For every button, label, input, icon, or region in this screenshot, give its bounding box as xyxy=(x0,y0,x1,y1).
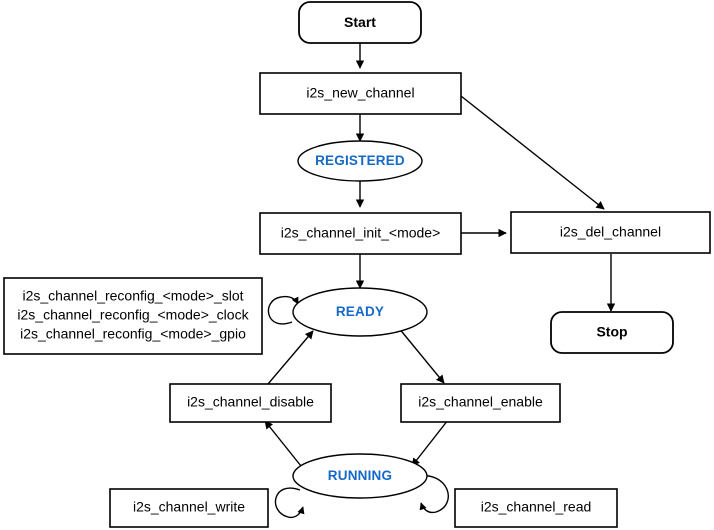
start-shape xyxy=(298,1,422,44)
del-channel-shape xyxy=(510,211,711,254)
registered-shape xyxy=(297,140,423,182)
node-channel-write[interactable]: i2s_channel_write xyxy=(109,488,269,528)
channel-write-label: i2s_channel_write xyxy=(133,499,245,515)
edge-layer xyxy=(264,43,616,519)
channel-read-label: i2s_channel_read xyxy=(481,499,592,515)
node-channel-enable[interactable]: i2s_channel_enable xyxy=(400,383,561,423)
node-registered-state[interactable]: REGISTERED xyxy=(297,140,423,182)
start-label: Start xyxy=(344,14,376,30)
node-channel-disable[interactable]: i2s_channel_disable xyxy=(169,383,332,423)
ready-shape xyxy=(292,287,428,337)
channel-init-shape xyxy=(259,212,462,255)
edge-ready-to-channel-enable xyxy=(397,326,445,384)
node-reconfig[interactable]: i2s_channel_reconfig_<mode>_slot i2s_cha… xyxy=(3,277,263,355)
running-shape xyxy=(292,453,428,499)
edge-running-to-channel-disable xyxy=(264,420,302,467)
node-channel-init[interactable]: i2s_channel_init_<mode> xyxy=(259,212,462,255)
node-stop[interactable]: Stop xyxy=(550,311,674,354)
node-running-state[interactable]: RUNNING xyxy=(292,453,428,499)
node-start[interactable]: Start xyxy=(298,1,422,44)
stop-shape xyxy=(550,311,674,354)
node-ready-state[interactable]: READY xyxy=(292,287,428,337)
node-channel-read[interactable]: i2s_channel_read xyxy=(454,488,618,528)
channel-init-label: i2s_channel_init_<mode> xyxy=(281,225,441,241)
edge-channel-enable-to-running xyxy=(411,419,449,467)
edge-ready-self-loop xyxy=(267,295,299,325)
channel-write-shape xyxy=(109,488,269,528)
registered-label: REGISTERED xyxy=(315,153,405,168)
node-del-channel[interactable]: i2s_del_channel xyxy=(510,211,711,254)
reconfig-shape xyxy=(3,277,263,355)
edge-running-self-loop-left xyxy=(274,487,305,519)
new-channel-label: i2s_new_channel xyxy=(306,85,414,101)
node-new-channel[interactable]: i2s_new_channel xyxy=(259,72,462,115)
del-channel-label: i2s_del_channel xyxy=(560,224,661,240)
reconfig-label-gpio: i2s_channel_reconfig_<mode>_gpio xyxy=(20,326,246,342)
reconfig-label-clock: i2s_channel_reconfig_<mode>_clock xyxy=(17,307,249,323)
edge-new-channel-to-del-channel xyxy=(460,95,605,210)
edge-running-self-loop-right xyxy=(415,474,449,514)
reconfig-label-slot: i2s_channel_reconfig_<mode>_slot xyxy=(22,288,243,304)
channel-enable-label: i2s_channel_enable xyxy=(418,394,543,410)
edge-channel-disable-to-ready xyxy=(267,330,314,385)
channel-disable-shape xyxy=(169,383,332,423)
ready-label: READY xyxy=(336,304,384,319)
new-channel-shape xyxy=(259,72,462,115)
running-label: RUNNING xyxy=(328,468,392,483)
stop-label: Stop xyxy=(596,324,627,340)
channel-enable-shape xyxy=(400,383,561,423)
channel-read-shape xyxy=(454,488,618,528)
channel-disable-label: i2s_channel_disable xyxy=(187,394,314,410)
